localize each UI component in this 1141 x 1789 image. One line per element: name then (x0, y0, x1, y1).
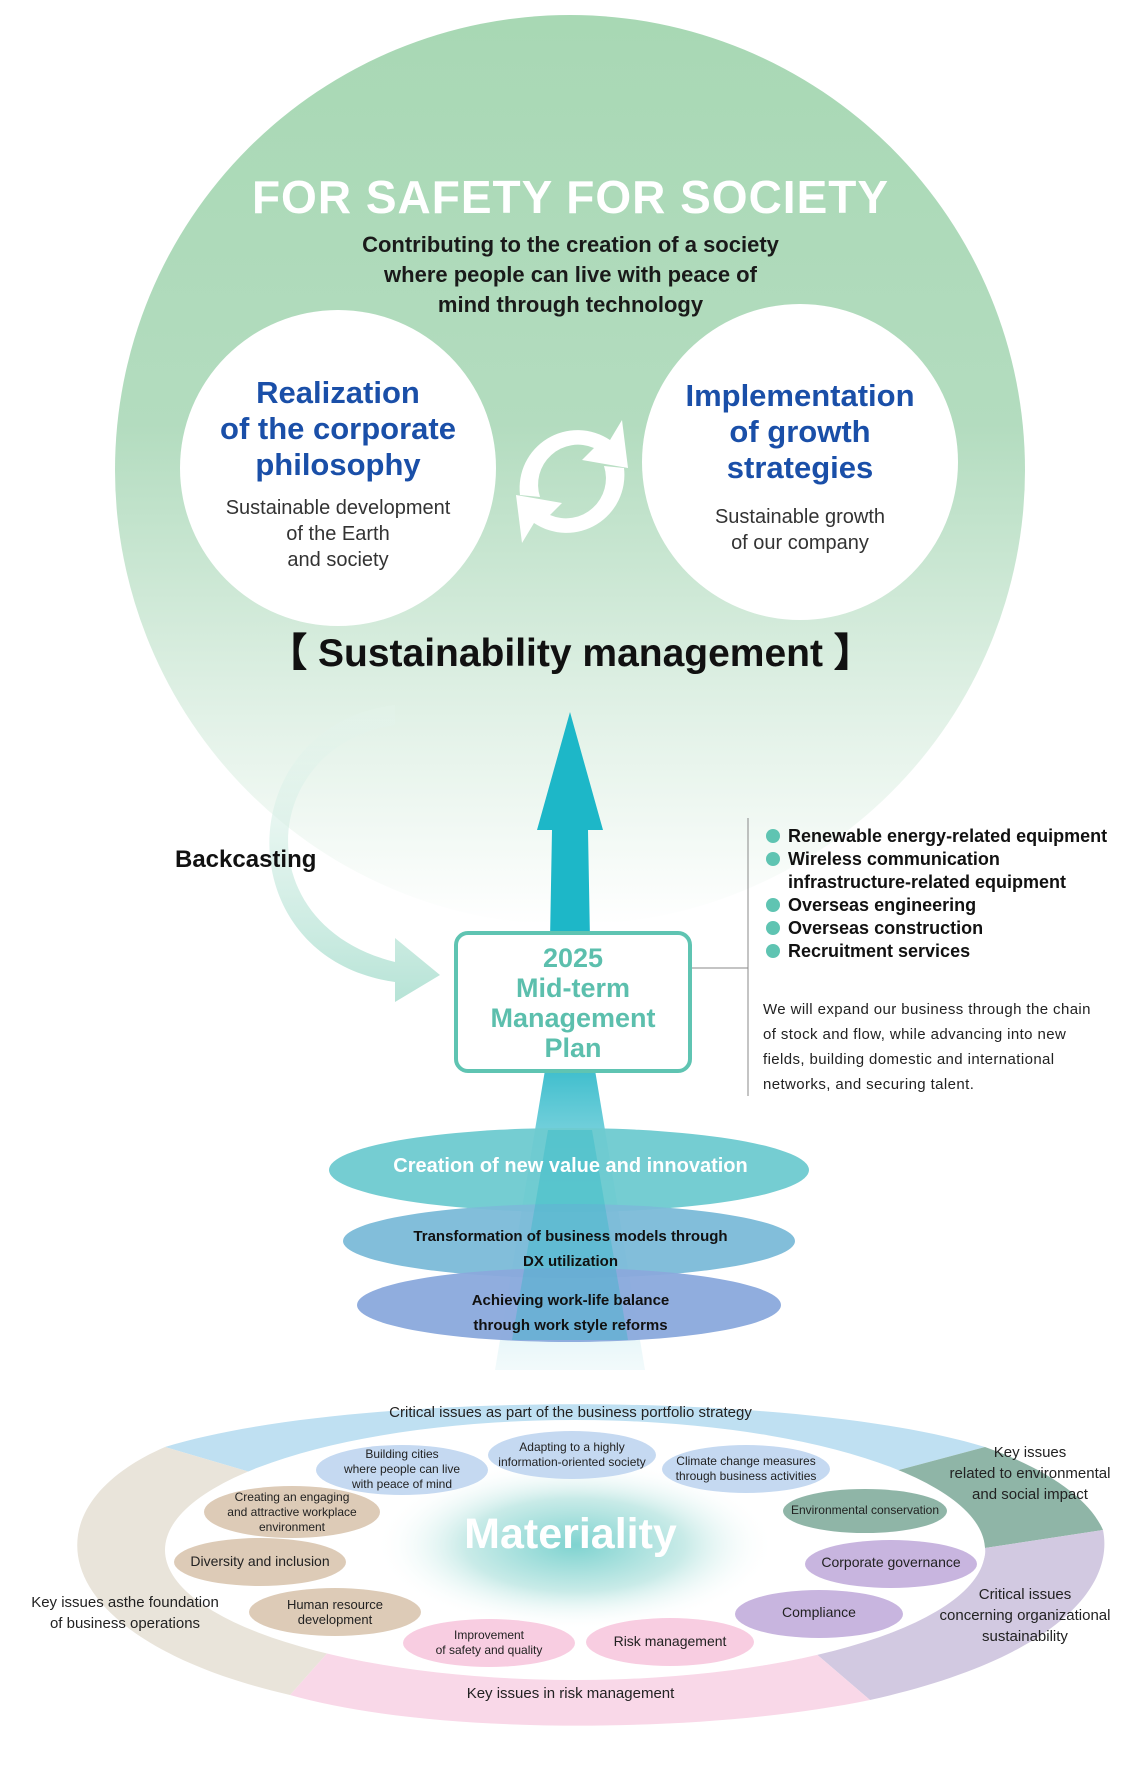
band-worklife-label: Achieving work-life balance through work… (471, 1292, 670, 1334)
materiality-pills (174, 1431, 977, 1667)
up-arrow (537, 712, 603, 940)
hero-subtitle-line-3: mind through technology (437, 292, 704, 317)
right-circle-title-2: of growth (729, 414, 871, 449)
plan-line-1: 2025 (542, 943, 604, 973)
item-building-cities: Building cities where people can live wi… (343, 1447, 461, 1491)
ring-label-environment: Key issues related to environmental and … (949, 1444, 1111, 1503)
plan-line-3: Management (490, 1003, 656, 1033)
item-climate: Climate change measures through business… (675, 1454, 817, 1483)
item-info-society: Adapting to a highly information-oriente… (498, 1440, 646, 1469)
right-circle-title-1: Implementation (685, 378, 915, 413)
right-circle-content: Implementation of growth strategies Sust… (642, 378, 958, 556)
left-circle (180, 310, 496, 626)
right-circle (642, 304, 958, 620)
ring-label-foundation: Key issues asthe foundation of business … (31, 1594, 219, 1632)
backcasting-arrow (269, 705, 440, 1002)
item-governance: Corporate governance (821, 1554, 961, 1570)
materiality-title: Materiality (464, 1510, 677, 1558)
right-circle-body-2: of our company (731, 532, 869, 554)
hero-subtitle-line-2: where people can live with peace of (384, 262, 757, 287)
hero-subtitle-line-1: Contributing to the creation of a societ… (362, 232, 779, 257)
item-compliance: Compliance (782, 1604, 856, 1620)
right-circle-title-3: strategies (726, 450, 874, 485)
left-circle-body-3: and society (287, 549, 389, 571)
growth-field-4: Overseas construction (766, 917, 983, 940)
mid-term-plan-box: 2025 Mid-term Management Plan (454, 931, 692, 1073)
item-workplace: Creating an engaging and attractive work… (227, 1490, 357, 1534)
ring-label-organization: Critical issues concerning organizationa… (939, 1586, 1111, 1645)
left-circle-title-3: philosophy (255, 447, 421, 482)
growth-field-5: Recruitment services (766, 940, 970, 963)
hero-title: FOR SAFETY FOR SOCIETY (251, 171, 890, 223)
left-circle-title-2: of the corporate (220, 411, 456, 446)
item-risk-management: Risk management (613, 1633, 727, 1649)
left-circle-content: Realization of the corporate philosophy … (180, 375, 496, 573)
expansion-description: We will expand our business through the … (763, 1001, 1091, 1093)
left-circle-body-1: Sustainable development (225, 497, 451, 519)
growth-field-1: Renewable energy-related equipment (766, 825, 1107, 848)
band-creation-label: Creation of new value and innovation (393, 1155, 748, 1177)
plan-line-4: Plan (544, 1033, 602, 1063)
item-diversity: Diversity and inclusion (190, 1553, 330, 1569)
item-env-conservation: Environmental conservation (790, 1503, 940, 1517)
growth-field-2-cont: infrastructure-related equipment (788, 872, 1067, 892)
item-human-resource: Human resource development (286, 1597, 384, 1627)
left-circle-title-1: Realization (256, 375, 420, 410)
backcasting-label: Backcasting (175, 846, 317, 873)
left-circle-body-2: of the Earth (286, 523, 390, 545)
growth-field-3: Overseas engineering (766, 894, 976, 917)
hero-circle (115, 15, 1025, 925)
band-dx (343, 1204, 795, 1278)
ring-label-risk: Key issues in risk management (466, 1685, 675, 1702)
band-dx-label: Transformation of business models throug… (413, 1228, 728, 1270)
plan-line-2: Mid-term (516, 973, 630, 1003)
band-creation (329, 1128, 809, 1212)
sustainability-title: 【 Sustainability management 】 (268, 632, 873, 675)
growth-field-2: Wireless communication (766, 848, 1000, 871)
cycle-icon (516, 420, 628, 543)
right-circle-body-1: Sustainable growth (714, 506, 886, 528)
ring-label-portfolio: Critical issues as part of the business … (389, 1404, 752, 1421)
item-safety-quality: Improvement of safety and quality (435, 1628, 543, 1657)
band-worklife (357, 1268, 781, 1342)
